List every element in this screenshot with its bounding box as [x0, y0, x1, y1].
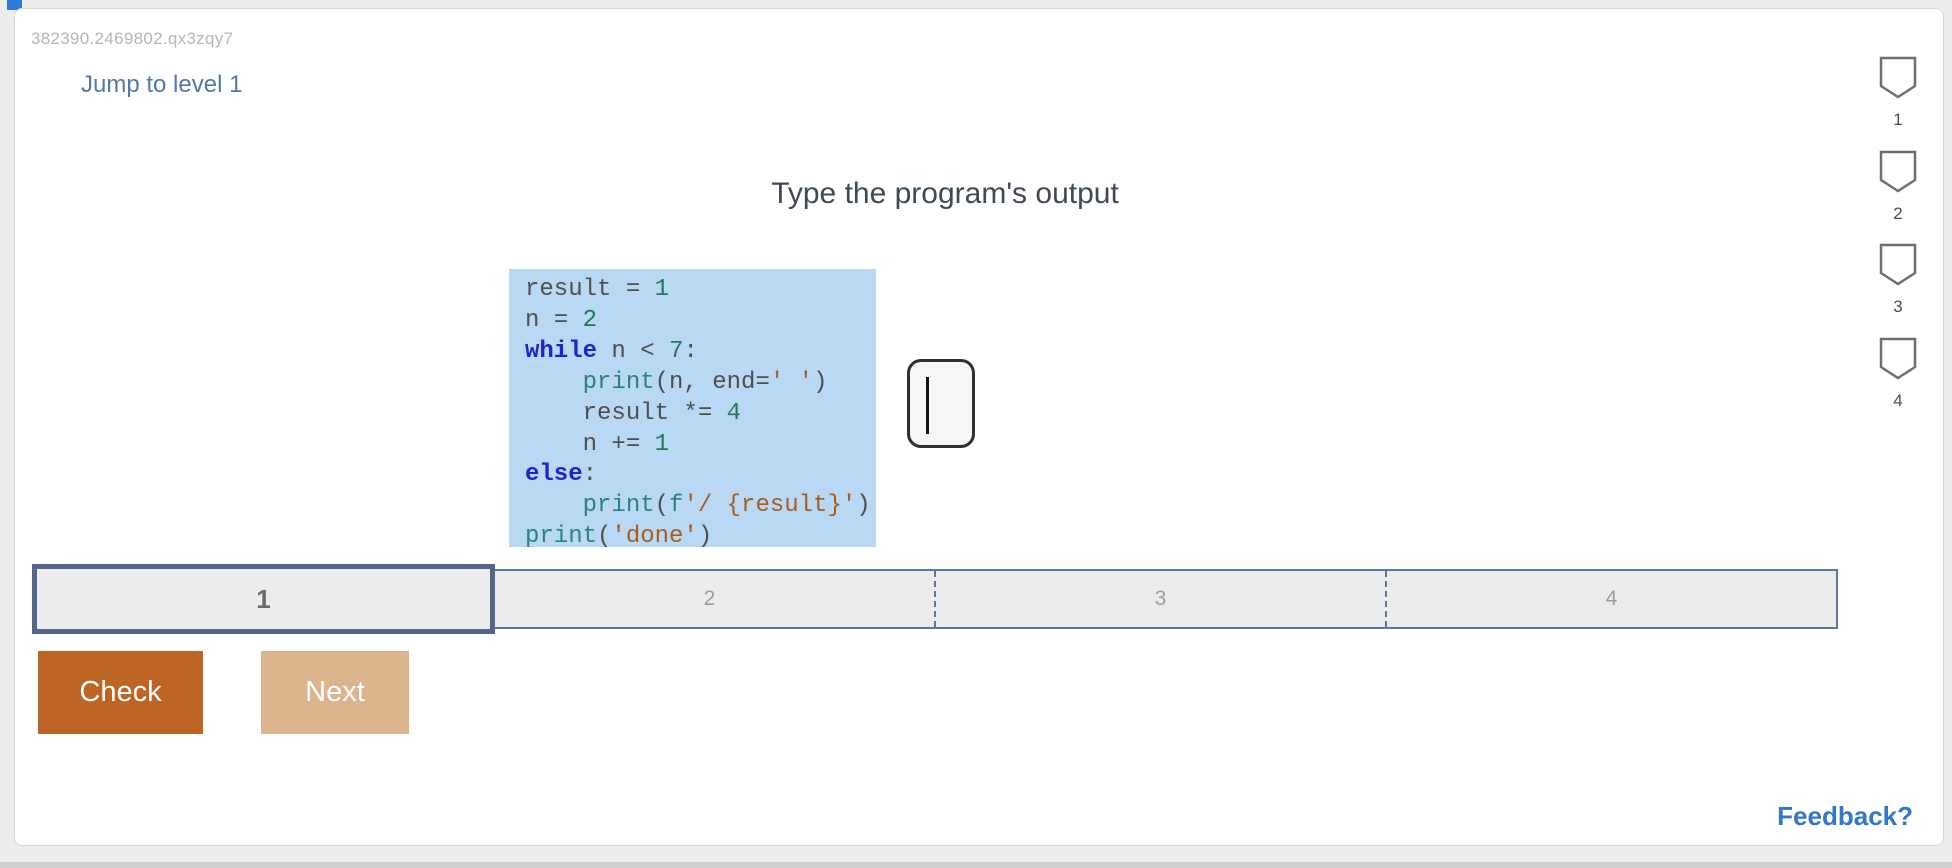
- text-cursor: [926, 377, 929, 434]
- level-pennant-4: 4: [1873, 337, 1923, 431]
- answer-input[interactable]: [907, 359, 975, 448]
- page-title: Type the program's output: [771, 177, 1119, 210]
- feedback-link[interactable]: Feedback?: [1777, 801, 1913, 831]
- jump-to-level-link[interactable]: Jump to level 1: [81, 71, 243, 98]
- level-number: 3: [1893, 297, 1903, 316]
- level-pennant-1: 1: [1873, 56, 1923, 150]
- level-pennant-3: 3: [1873, 243, 1923, 337]
- level-pennant-2: 2: [1873, 150, 1923, 244]
- pennant-icon: [1879, 56, 1917, 99]
- progress-segment-3: 3: [936, 571, 1387, 627]
- progress-segment-4: 4: [1605, 587, 1618, 610]
- level-number: 1: [1893, 110, 1903, 129]
- viewport-bottom-edge: [0, 862, 1952, 868]
- level-number: 4: [1893, 390, 1903, 410]
- code-block: result = 1 n = 2 while n < 7: print(n, e…: [509, 269, 876, 550]
- activity-card: 382390.2469802.qx3zqy7 Jump to level 1 T…: [14, 8, 1944, 846]
- pennant-icon: [1879, 150, 1917, 192]
- level-rail: 1 2 3 4: [1873, 56, 1923, 430]
- activity-corner-marker: [7, 0, 22, 10]
- progress-segment-active: 1: [32, 564, 495, 634]
- check-button[interactable]: Check: [38, 651, 203, 734]
- pennant-icon: [1879, 337, 1917, 379]
- next-button[interactable]: Next: [261, 651, 409, 734]
- progress-segment-2: 2: [485, 571, 936, 627]
- level-number: 2: [1893, 203, 1903, 223]
- pennant-icon: [1879, 243, 1917, 286]
- activity-id: 382390.2469802.qx3zqy7: [31, 29, 234, 48]
